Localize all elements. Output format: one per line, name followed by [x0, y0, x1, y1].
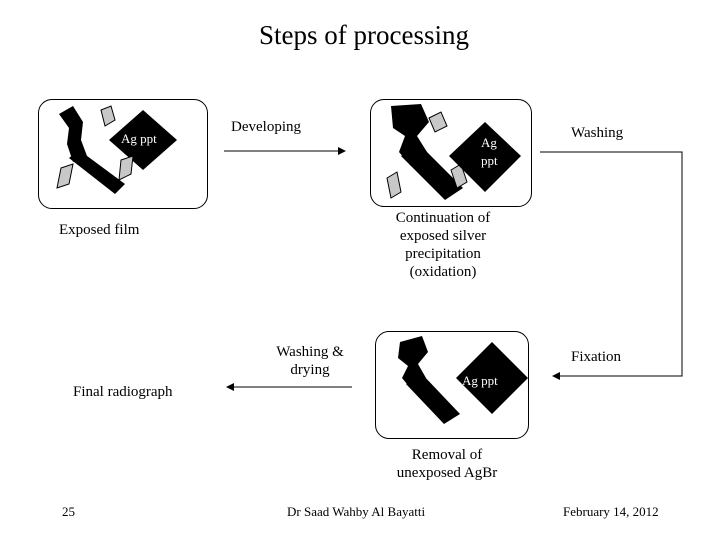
ag-crystal [456, 342, 528, 414]
developing-arrow [224, 147, 346, 155]
continuation-line-4: (oxidation) [409, 264, 477, 280]
black-grain [59, 106, 87, 162]
ag-crystal [109, 110, 177, 170]
washing-fixation-connector [540, 151, 683, 380]
removal-line-1: Removal of [411, 447, 483, 463]
step-fixation: Fixation [571, 349, 622, 365]
ag-ppt-label: Ag ppt [121, 131, 157, 146]
continuation-line-1: Continuation of [395, 210, 491, 226]
continuation-line-2: exposed silver [399, 228, 487, 244]
continuation-film-grains [386, 104, 521, 200]
ag-ppt-label-line1: Ag [481, 135, 497, 150]
step-washing: Washing [571, 125, 624, 141]
final-radiograph-label: Final radiograph [73, 384, 173, 400]
removal-label: Removal of unexposed AgBr [372, 446, 522, 482]
grey-grain [386, 171, 402, 199]
black-grain [401, 144, 463, 200]
continuation-film-box: Ag ppt [370, 99, 532, 207]
grey-grain [100, 105, 116, 127]
black-grain [69, 150, 125, 194]
page-number: 25 [62, 504, 75, 519]
grey-grain [56, 163, 74, 189]
continuation-label: Continuation of exposed silver precipita… [368, 209, 518, 281]
black-grain [406, 374, 460, 424]
drying-arrow [226, 383, 352, 391]
ag-ppt-label-line2: ppt [481, 153, 498, 168]
removal-line-2: unexposed AgBr [396, 465, 498, 481]
footer-author: Dr Saad Wahby Al Bayatti [287, 504, 426, 519]
exposed-film-grains [56, 105, 177, 194]
exposed-film-box: Ag ppt [38, 99, 208, 209]
ag-ppt-label: Ag ppt [462, 373, 498, 388]
step-washing-drying: Washing & drying [262, 343, 358, 379]
exposed-film-label: Exposed film [59, 222, 140, 238]
washing-drying-line-1: Washing & [276, 344, 344, 360]
ag-crystal [449, 122, 521, 192]
grey-grain [428, 111, 448, 133]
slide-title: Steps of processing [259, 20, 469, 50]
step-developing: Developing [231, 119, 301, 135]
removal-film-box: Ag ppt [375, 331, 529, 439]
footer-date: February 14, 2012 [563, 504, 659, 519]
grey-grain [118, 155, 134, 181]
removal-film-grains [398, 336, 528, 424]
continuation-line-3: precipitation [405, 246, 481, 262]
washing-drying-line-2: drying [290, 362, 330, 378]
